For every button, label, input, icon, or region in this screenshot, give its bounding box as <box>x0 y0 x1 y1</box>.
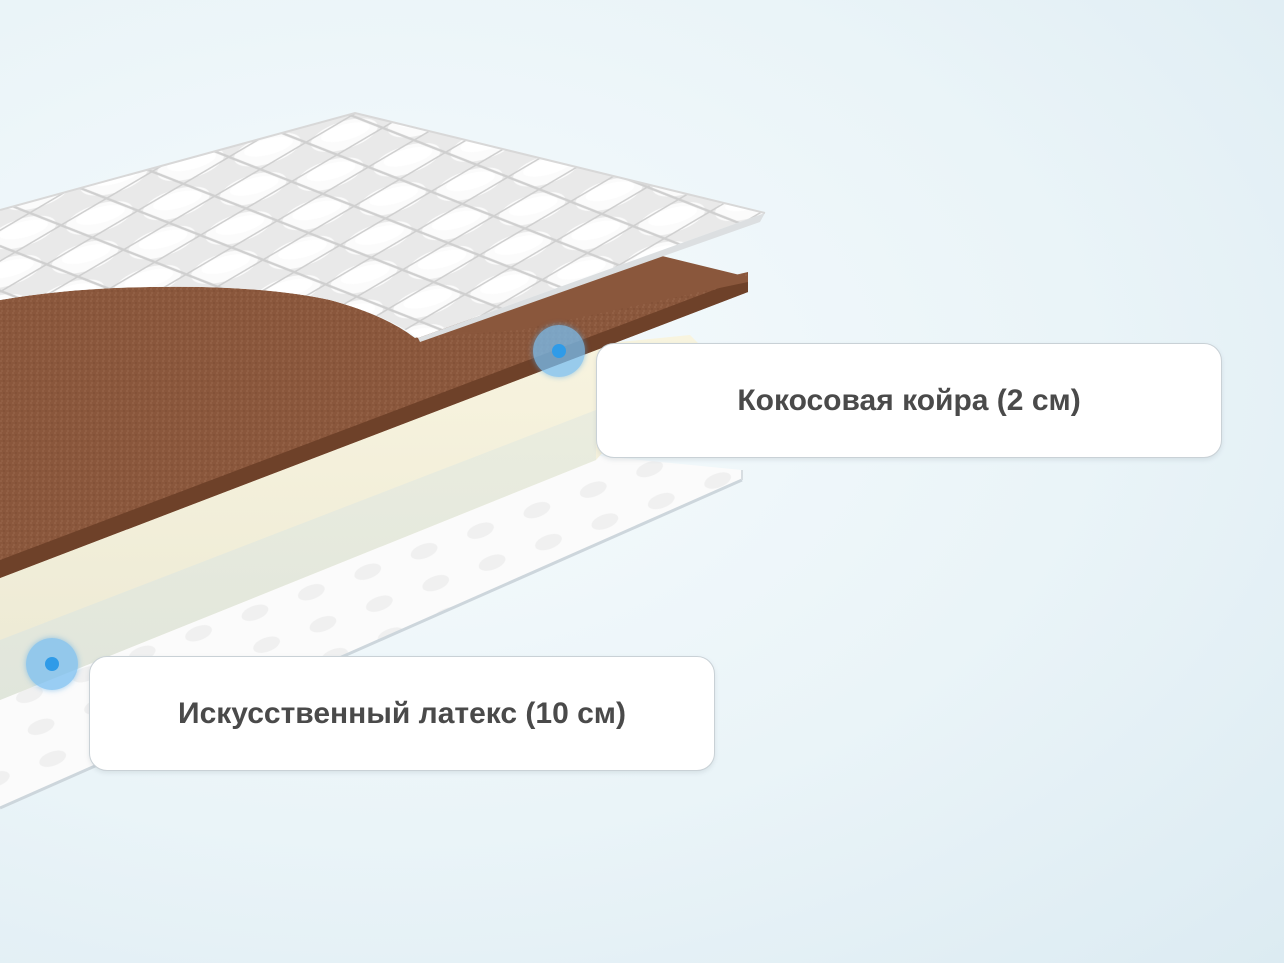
top-cover-layer <box>0 111 766 342</box>
coir-layer-label: Кокосовая койра (2 см) <box>737 383 1081 417</box>
hotspot-icon[interactable] <box>26 638 78 690</box>
coir-layer-callout: Кокосовая койра (2 см) <box>596 343 1222 458</box>
hotspot-icon[interactable] <box>533 325 585 377</box>
latex-layer <box>0 335 700 700</box>
latex-layer-label: Искусственный латекс (10 см) <box>178 696 626 730</box>
latex-layer-callout: Искусственный латекс (10 см) <box>89 656 715 771</box>
hotspot-dot <box>552 344 566 358</box>
hotspot-dot <box>45 657 59 671</box>
